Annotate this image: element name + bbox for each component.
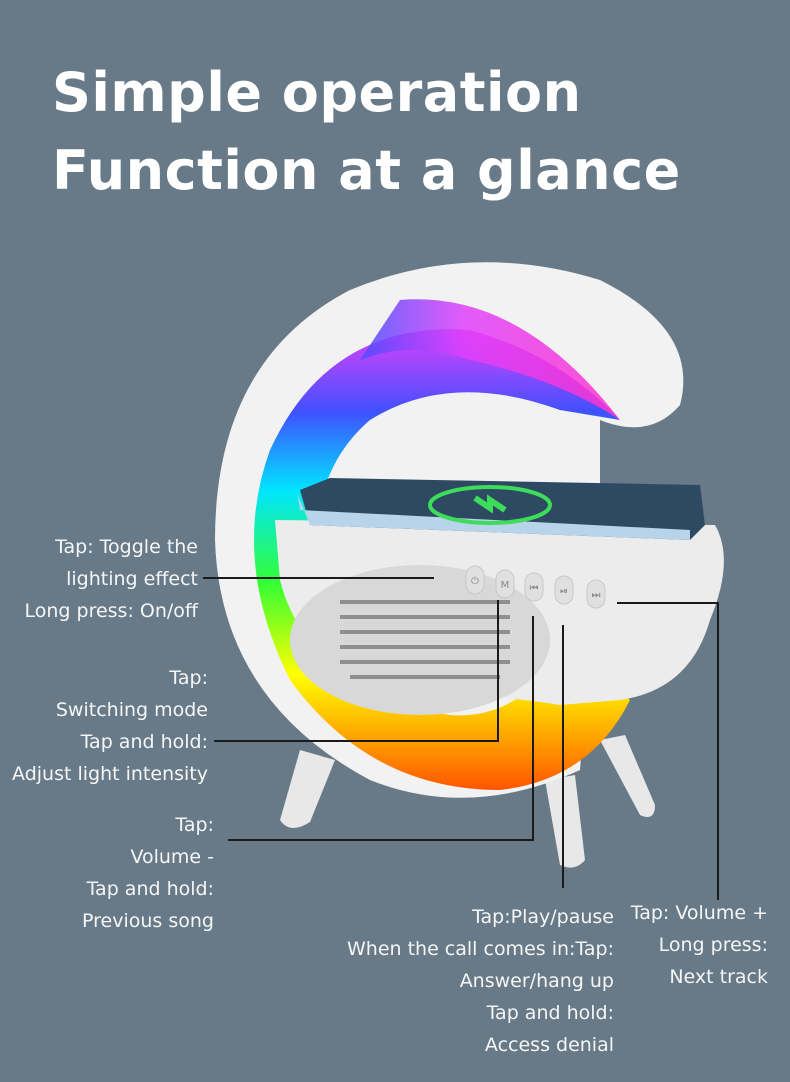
callout-text: Tap and hold:: [80, 731, 208, 753]
headline-line-2: Function at a glance: [52, 139, 681, 202]
callout-text: Tap: Volume +: [630, 902, 768, 924]
callout-text: Tap:: [169, 667, 208, 689]
power-icon: ⏻: [471, 576, 479, 587]
next-icon: ⏭: [592, 590, 601, 601]
callout-text: Tap: Toggle the: [55, 536, 198, 558]
callout-text: lighting effect: [66, 568, 198, 590]
callout-text: Switching mode: [55, 699, 208, 721]
control-buttons: [465, 565, 606, 609]
callout-previous: Tap: Volume - Tap and hold: Previous son…: [82, 809, 214, 937]
callout-mode: Tap: Switching mode Tap and hold: Adjust…: [12, 662, 208, 790]
mode-icon: M: [501, 580, 510, 591]
callout-text: When the call comes in:Tap:: [346, 938, 614, 960]
callout-text: Volume -: [130, 846, 214, 868]
callout-next: Tap: Volume + Long press: Next track: [631, 897, 768, 993]
callout-text: Next track: [669, 966, 768, 988]
headline-line-1: Simple operation: [52, 61, 582, 124]
callout-text: Tap:Play/pause: [472, 906, 614, 928]
play-pause-icon: ⏯: [560, 586, 568, 597]
callout-text: Long press:: [658, 934, 768, 956]
callout-play-pause: Tap:Play/pause When the call comes in:Ta…: [347, 901, 614, 1061]
legs: [280, 735, 655, 868]
callout-text: Long press: On/off: [24, 600, 198, 622]
callout-text: Adjust light intensity: [12, 763, 208, 785]
previous-icon: ⏮: [530, 583, 539, 594]
charging-bolt-icon: [473, 494, 507, 514]
callout-text: Tap and hold:: [86, 878, 214, 900]
callout-text: Answer/hang up: [459, 970, 614, 992]
callout-power: Tap: Toggle the lighting effect Long pre…: [24, 531, 198, 627]
leader-lines: [203, 577, 719, 900]
smartphone: [298, 478, 705, 540]
callout-text: Previous song: [82, 910, 214, 932]
callout-text: Tap and hold:: [486, 1002, 614, 1024]
callout-text: Tap:: [175, 814, 214, 836]
callout-text: Access denial: [484, 1034, 614, 1056]
